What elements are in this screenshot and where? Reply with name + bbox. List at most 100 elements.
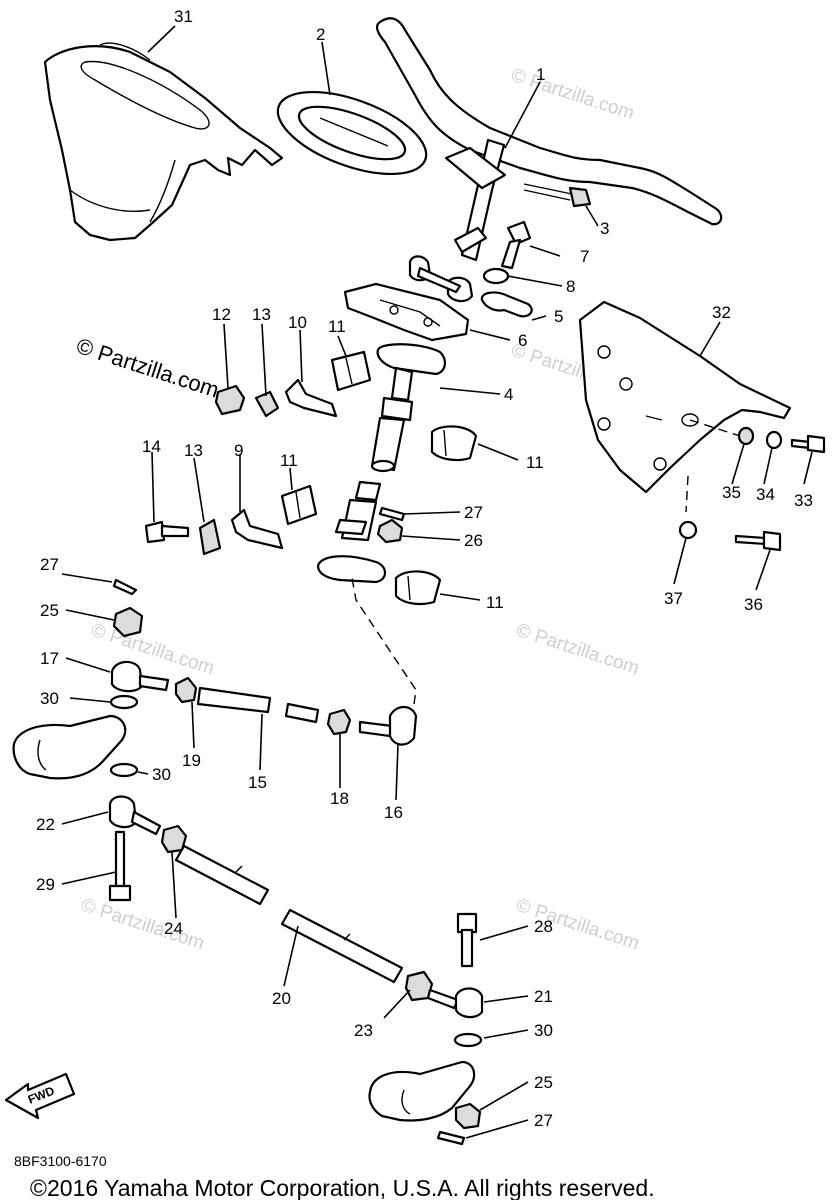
callout-7: 7: [580, 247, 589, 266]
callout-11-a: 11: [328, 317, 346, 336]
callout-30-b: 30: [152, 765, 171, 784]
callout-30-a: 30: [40, 689, 59, 708]
callout-1: 1: [536, 65, 545, 84]
callout-numbers: 31 2 1 3 7 8 5 6 4 11 10 13 12 11 14 13 …: [36, 7, 813, 1130]
watermark-6: © Partzilla.com: [513, 895, 641, 955]
washer-part-30-b: [109, 762, 139, 778]
watermark-5: © Partzilla.com: [78, 895, 206, 955]
bracket-part-9: [230, 508, 284, 550]
handlebar-part-1: [376, 17, 723, 303]
callout-11-b: 11: [526, 453, 544, 472]
cotter-pin-part-27-b: [112, 578, 138, 596]
bushing-part-11-c: [280, 484, 318, 526]
rod-end-part-17: [110, 660, 170, 693]
callout-29: 29: [36, 875, 55, 894]
steering-arm-right: [368, 1060, 476, 1122]
bolt-part-36: [734, 530, 782, 552]
emblem-ring-part-2: [276, 90, 428, 176]
callout-4: 4: [504, 385, 513, 404]
bolt-part-33: [790, 434, 826, 454]
callout-5: 5: [554, 307, 563, 326]
steering-column-part-4: [316, 343, 446, 584]
callout-37: 37: [664, 589, 683, 608]
callout-27-c: 27: [534, 1111, 553, 1130]
rod-part-20: [174, 844, 404, 984]
washer-part-30-a: [109, 694, 139, 710]
washer-part-37: [678, 520, 698, 540]
callout-24: 24: [164, 919, 183, 938]
callout-27-b: 27: [40, 555, 59, 574]
forward-arrow-icon: FWD: [4, 1072, 76, 1120]
bolt-part-3: [523, 183, 592, 208]
rod-part-15: [196, 686, 320, 724]
callout-15: 15: [248, 773, 267, 792]
callout-36: 36: [744, 595, 763, 614]
rod-end-part-22: [108, 795, 162, 836]
callout-17: 17: [40, 649, 59, 668]
callout-13-b: 13: [184, 441, 203, 460]
bushing-part-11-a: [330, 350, 372, 392]
callout-3: 3: [600, 219, 609, 238]
callout-25-a: 25: [40, 601, 59, 620]
callout-19: 19: [182, 751, 201, 770]
callout-12: 12: [212, 305, 231, 324]
callout-16: 16: [384, 803, 403, 822]
callout-11-d: 11: [486, 593, 504, 612]
callout-23: 23: [354, 1021, 373, 1040]
callout-26: 26: [464, 531, 483, 550]
rod-end-part-16: [351, 577, 418, 746]
clip-part-13-b: [198, 518, 222, 556]
callout-22: 22: [36, 815, 55, 834]
bolt-part-7: [500, 220, 532, 270]
callout-32: 32: [712, 303, 731, 322]
callout-14: 14: [142, 437, 161, 456]
callout-34: 34: [756, 485, 775, 504]
callout-2: 2: [316, 25, 325, 44]
callout-25-b: 25: [534, 1073, 553, 1092]
leader-lines: [61, 25, 813, 1139]
diagram-code: 8BF3100-6170: [14, 1153, 107, 1169]
nut-part-19: [174, 676, 198, 704]
copyright-notice: ©2016 Yamaha Motor Corporation, U.S.A. A…: [30, 1175, 655, 1200]
callout-33: 33: [794, 491, 813, 510]
callout-13-a: 13: [252, 305, 271, 324]
callout-9: 9: [234, 441, 243, 460]
callout-10: 10: [288, 313, 307, 332]
callout-20: 20: [272, 989, 291, 1008]
nut-part-26: [376, 518, 404, 544]
bolt-part-14: [144, 520, 190, 544]
callout-8: 8: [566, 277, 575, 296]
callout-31: 31: [174, 7, 193, 26]
watermark-1: © Partzilla.com: [508, 65, 636, 125]
clip-part-13-a: [254, 390, 280, 418]
nut-part-25-a: [112, 606, 144, 638]
callout-18: 18: [330, 789, 349, 808]
nut-part-18: [326, 708, 352, 736]
callout-6: 6: [518, 331, 527, 350]
nut-part-25-b: [454, 1102, 482, 1130]
cotter-pin-part-27-c: [436, 1130, 466, 1146]
callout-30-c: 30: [534, 1021, 553, 1040]
washer-part-35: [737, 426, 755, 446]
bracket-part-10: [284, 378, 338, 418]
callout-35: 35: [722, 483, 741, 502]
watermark-main: © Partzilla.com: [73, 333, 222, 403]
clamp-part-5: [480, 291, 533, 318]
washer-part-30-c: [453, 1032, 483, 1048]
bolt-part-29: [108, 830, 132, 902]
rod-end-part-21: [426, 987, 484, 1019]
washer-part-8: [482, 267, 510, 285]
callout-11-c: 11: [280, 451, 298, 470]
nut-part-12: [214, 384, 246, 416]
bolt-part-28: [456, 912, 478, 968]
watermark-3: © Partzilla.com: [513, 620, 641, 680]
callout-21: 21: [534, 987, 553, 1006]
bracket-plate-part-6: [343, 282, 470, 342]
callout-28: 28: [534, 917, 553, 936]
watermark-4: © Partzilla.com: [88, 620, 216, 680]
cotter-pin-part-27-a: [378, 506, 406, 522]
washer-part-34: [765, 430, 783, 450]
steering-arm-left: [12, 714, 127, 780]
bushing-part-11-b: [430, 425, 478, 462]
